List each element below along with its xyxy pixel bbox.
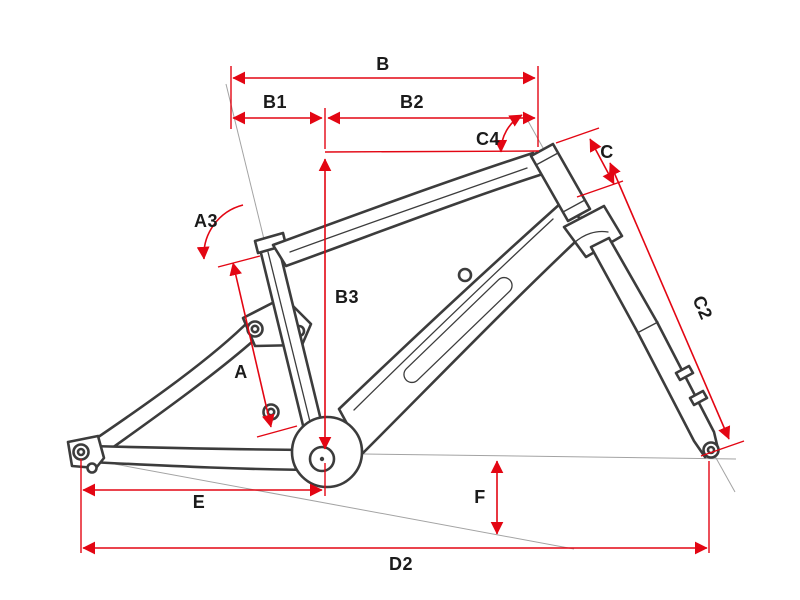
dim-label-c4: C4 <box>476 129 500 149</box>
tick-C2-bottom <box>700 440 745 457</box>
stack-top-line <box>324 150 540 153</box>
dim-label-a: A <box>234 362 248 382</box>
headset-bottom-cup <box>562 199 586 213</box>
motor-unit <box>290 415 364 489</box>
headset-top-cup <box>535 152 559 166</box>
tick-A-bottom <box>256 425 298 438</box>
dim-label-b2: B2 <box>400 92 424 112</box>
derailleur-hanger <box>86 462 98 474</box>
tick-C-bottom <box>576 180 624 198</box>
rear-axle-hole <box>76 447 86 457</box>
dim-label-b: B <box>376 54 390 74</box>
fork-leg <box>589 236 720 459</box>
head-tube-group <box>529 142 592 223</box>
cable-port-circle <box>457 267 473 283</box>
tick-A-top <box>217 255 261 268</box>
frame-drawing <box>66 142 720 489</box>
dim-label-d2: D2 <box>389 554 413 574</box>
dimension-C4-arc <box>494 114 523 153</box>
front-triangle <box>253 151 593 455</box>
down-tube-seam <box>353 218 554 411</box>
tick-C-top <box>555 127 600 144</box>
fork <box>562 204 720 459</box>
dim-label-c2: C2 <box>689 293 717 323</box>
dim-label-f: F <box>474 487 486 507</box>
seat-tube-seam <box>267 251 316 443</box>
fork-crown-arch <box>573 230 609 244</box>
seatstay-tube <box>86 318 265 460</box>
dimension-labels: B B1 B2 C4 C A3 B3 A C2 E F D2 <box>193 54 717 574</box>
rear-triangle <box>66 318 336 474</box>
dimension-lines <box>80 66 745 555</box>
pivot-hole-1 <box>250 324 260 334</box>
dim-label-b3: B3 <box>335 287 359 307</box>
dim-label-b1: B1 <box>263 92 287 112</box>
battery-cover-panel <box>403 276 513 384</box>
dimension-A <box>229 262 275 428</box>
dimension-A3-arc <box>196 204 244 260</box>
head-tube <box>529 142 592 223</box>
bottom-bracket-center <box>319 456 325 462</box>
down-tube <box>337 201 593 455</box>
dimension-C2 <box>608 162 731 440</box>
dim-label-e: E <box>193 492 206 512</box>
dim-label-a3: A3 <box>194 211 218 231</box>
dim-label-c: C <box>600 142 614 162</box>
